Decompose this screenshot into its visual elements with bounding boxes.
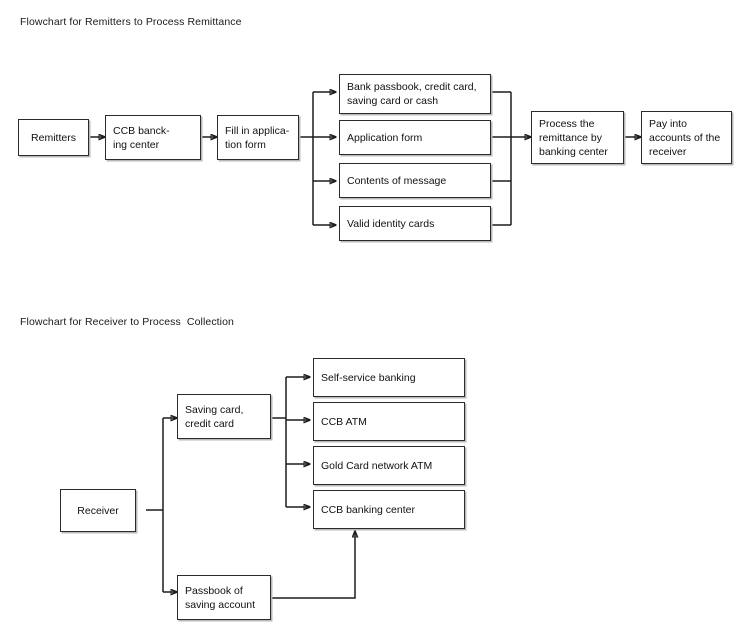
node-valid-identity-cards[interactable]: Valid identity cards (339, 206, 491, 241)
flowchart-1-title: Flowchart for Remitters to Process Remit… (20, 16, 242, 28)
node-bank-passbook-credit-card[interactable]: Bank passbook, credit card, saving card … (339, 74, 491, 114)
node-self-service-banking[interactable]: Self-service banking (313, 358, 465, 397)
node-remitters[interactable]: Remitters (18, 119, 89, 156)
node-saving-card-credit-card[interactable]: Saving card, credit card (177, 394, 271, 439)
node-ccb-banking-center-2[interactable]: CCB banking center (313, 490, 465, 529)
node-application-form[interactable]: Application form (339, 120, 491, 155)
node-ccb-banking-center[interactable]: CCB banck- ing center (105, 115, 201, 160)
node-contents-of-message[interactable]: Contents of message (339, 163, 491, 198)
node-fill-in-application-form[interactable]: Fill in applica- tion form (217, 115, 299, 160)
node-process-the-remittance[interactable]: Process the remittance by banking center (531, 111, 624, 164)
node-receiver[interactable]: Receiver (60, 489, 136, 532)
flowchart-2-title: Flowchart for Receiver to Process Collec… (20, 316, 234, 328)
node-pay-into-accounts[interactable]: Pay into accounts of the receiver (641, 111, 732, 164)
node-ccb-atm[interactable]: CCB ATM (313, 402, 465, 441)
node-passbook-of-saving-account[interactable]: Passbook of saving account (177, 575, 271, 620)
node-gold-card-network-atm[interactable]: Gold Card network ATM (313, 446, 465, 485)
arrow-passbook-to-ccb-banking-center (271, 531, 355, 599)
